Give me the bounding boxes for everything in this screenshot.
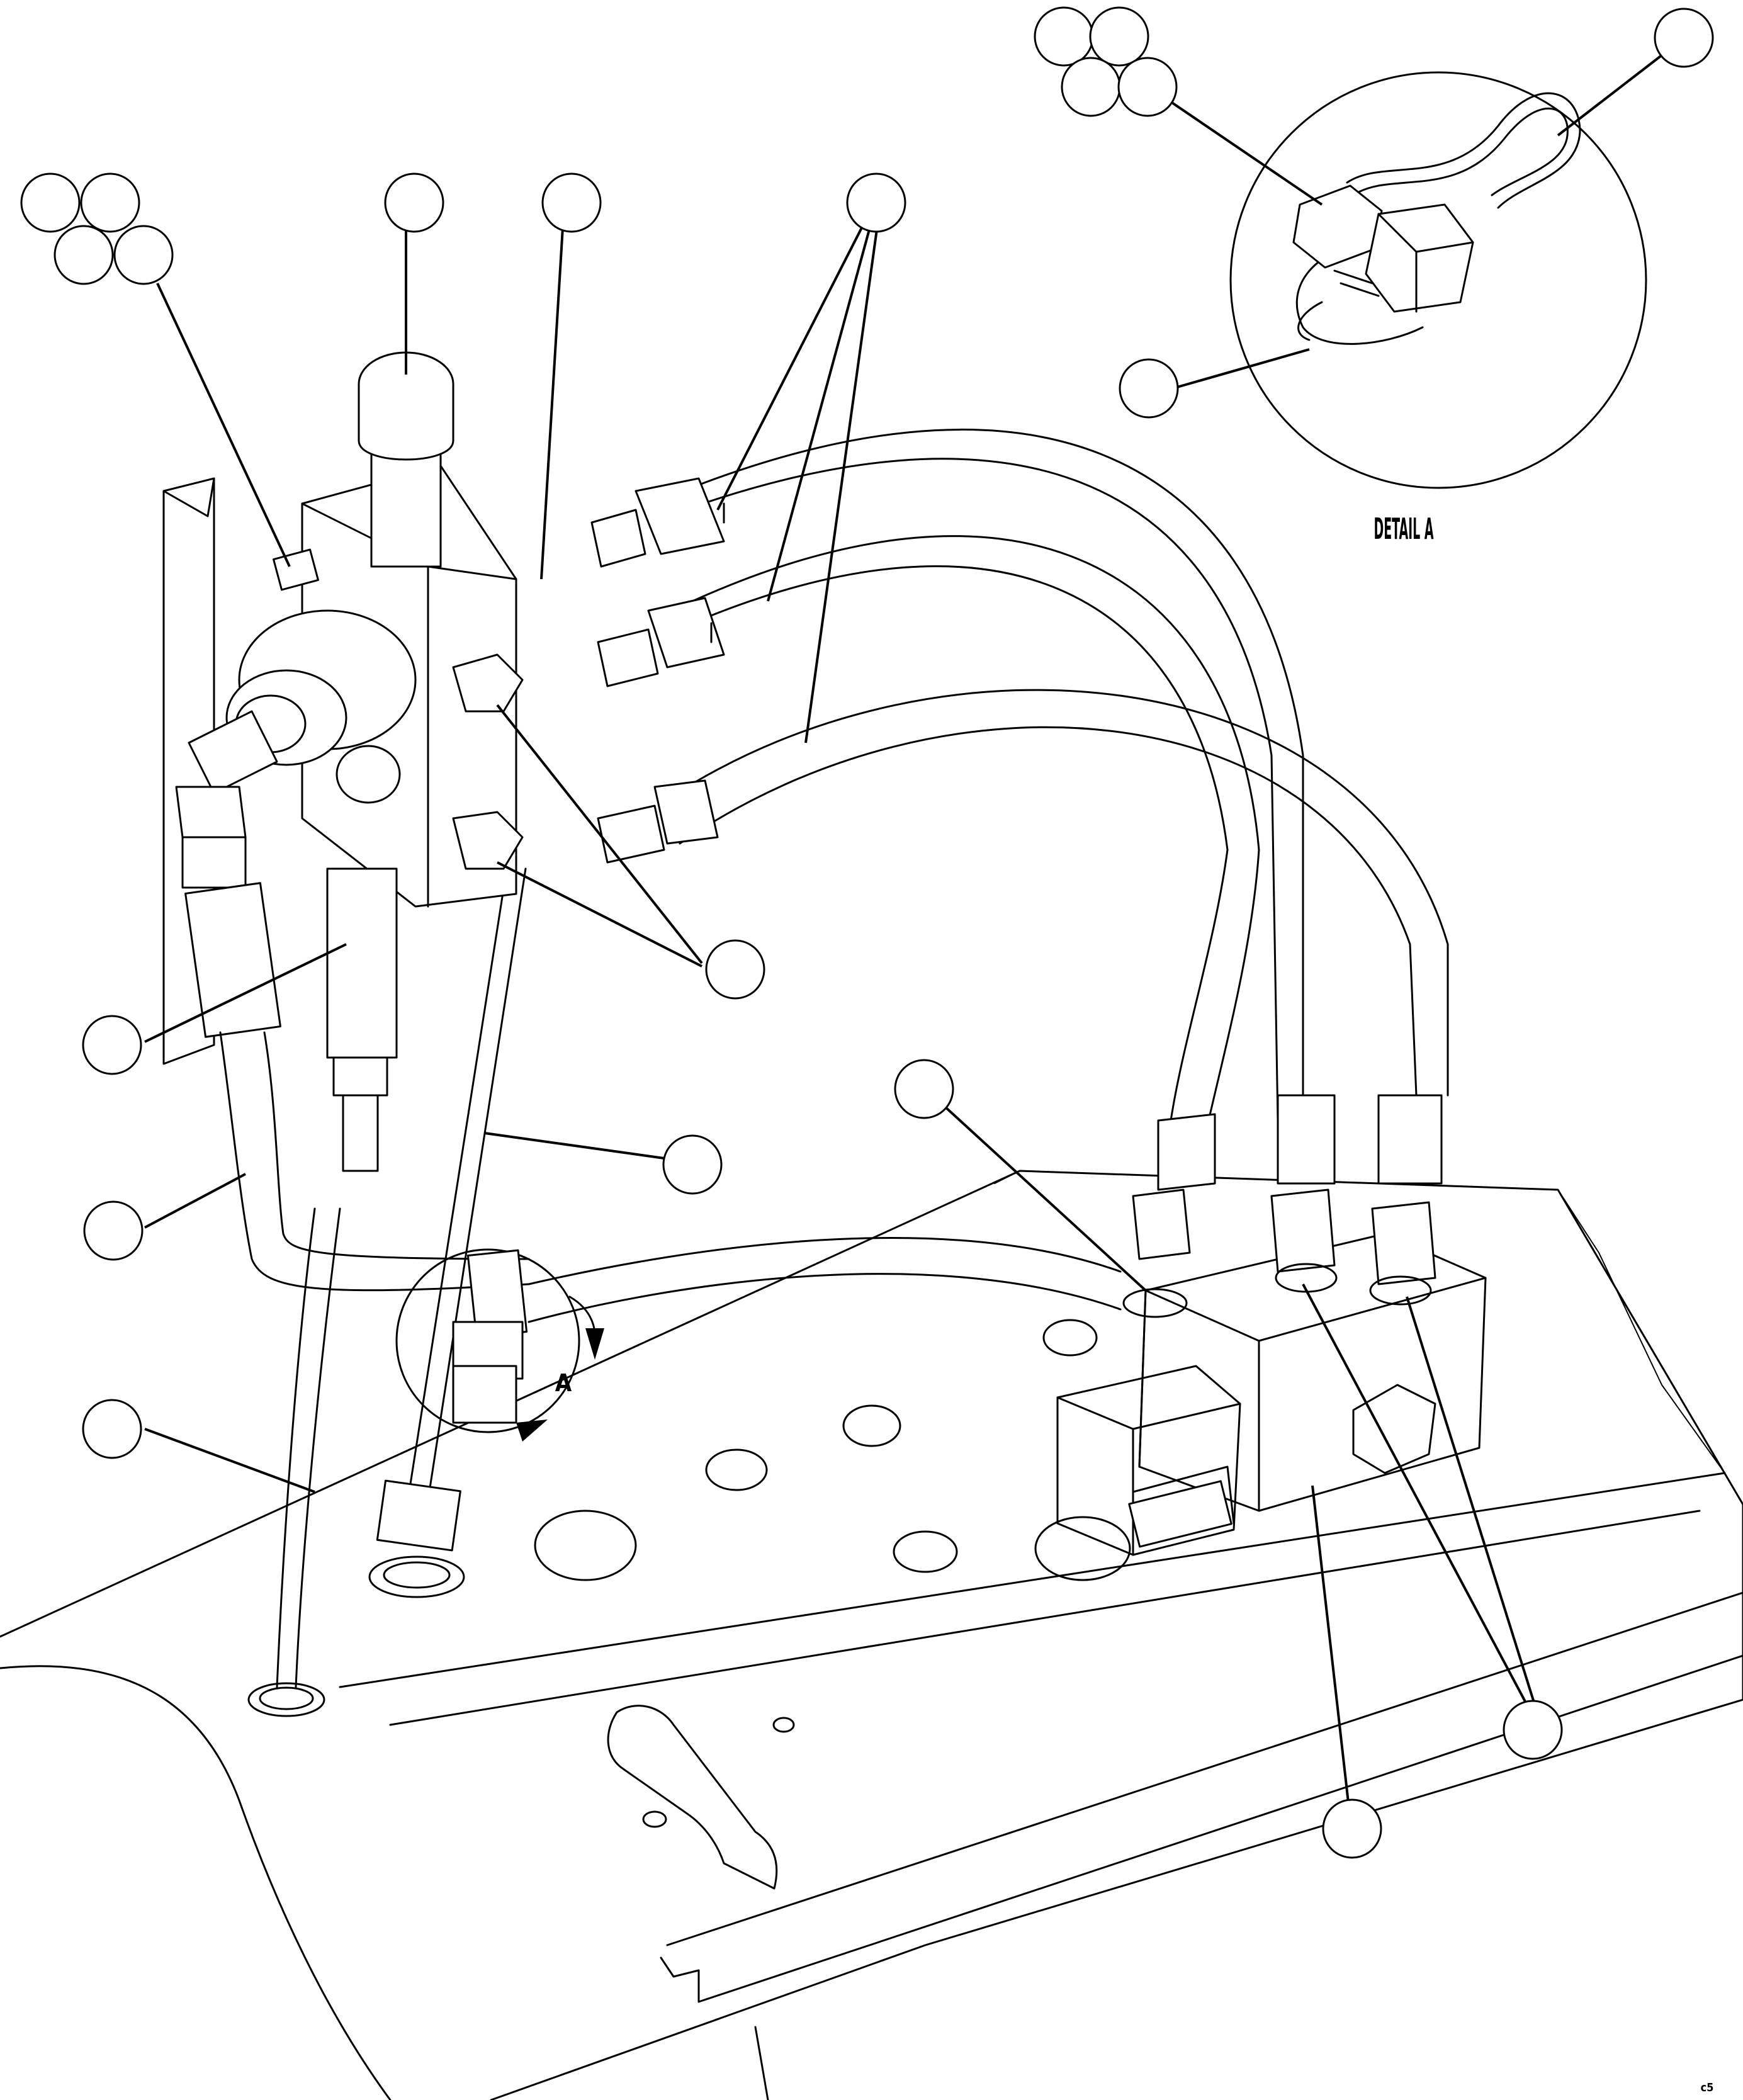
sheet-code: c5 [1701, 2081, 1714, 2094]
callout-balloon [1117, 57, 1178, 117]
callout-balloon [1061, 57, 1121, 117]
view-letter-a: A [555, 1369, 572, 1397]
callout-balloons [20, 6, 1714, 1859]
hose-loops [527, 428, 1449, 1323]
callout-balloon [894, 1059, 954, 1119]
manifold-fittings [1122, 1094, 1443, 1318]
callout-balloon [83, 1200, 144, 1261]
callout-balloon [82, 1015, 142, 1075]
callout-balloon [1322, 1798, 1382, 1859]
callout-leaders [144, 49, 1669, 1820]
callout-balloon [1089, 6, 1149, 67]
detail-a-title: DETAIL A [1374, 512, 1434, 546]
callout-balloon [662, 1134, 723, 1195]
callout-balloon [20, 172, 81, 233]
left-hose [175, 710, 530, 1292]
callout-balloon [1503, 1700, 1563, 1760]
callout-balloon [82, 1399, 142, 1459]
callout-balloon [1034, 6, 1094, 67]
floor-pipe-left [247, 1207, 341, 1717]
floor-pipe-right [368, 867, 527, 1598]
callout-balloon [705, 939, 765, 1000]
base-platform [0, 1170, 1743, 2100]
view-a-ring: A [395, 1248, 604, 1442]
hose-fittings [590, 477, 725, 864]
callout-balloon [54, 225, 114, 285]
plate-holes [534, 1319, 1131, 1890]
callout-balloon [1654, 8, 1714, 68]
detail-a-inset: DETAIL A [1229, 71, 1647, 546]
callout-balloon [541, 172, 602, 233]
callout-balloon [846, 172, 906, 233]
manifold-block [1056, 1233, 1487, 1556]
callout-balloon [113, 225, 174, 285]
callout-balloon [384, 172, 444, 233]
callout-balloon [1119, 358, 1179, 419]
callout-balloon [80, 172, 140, 233]
